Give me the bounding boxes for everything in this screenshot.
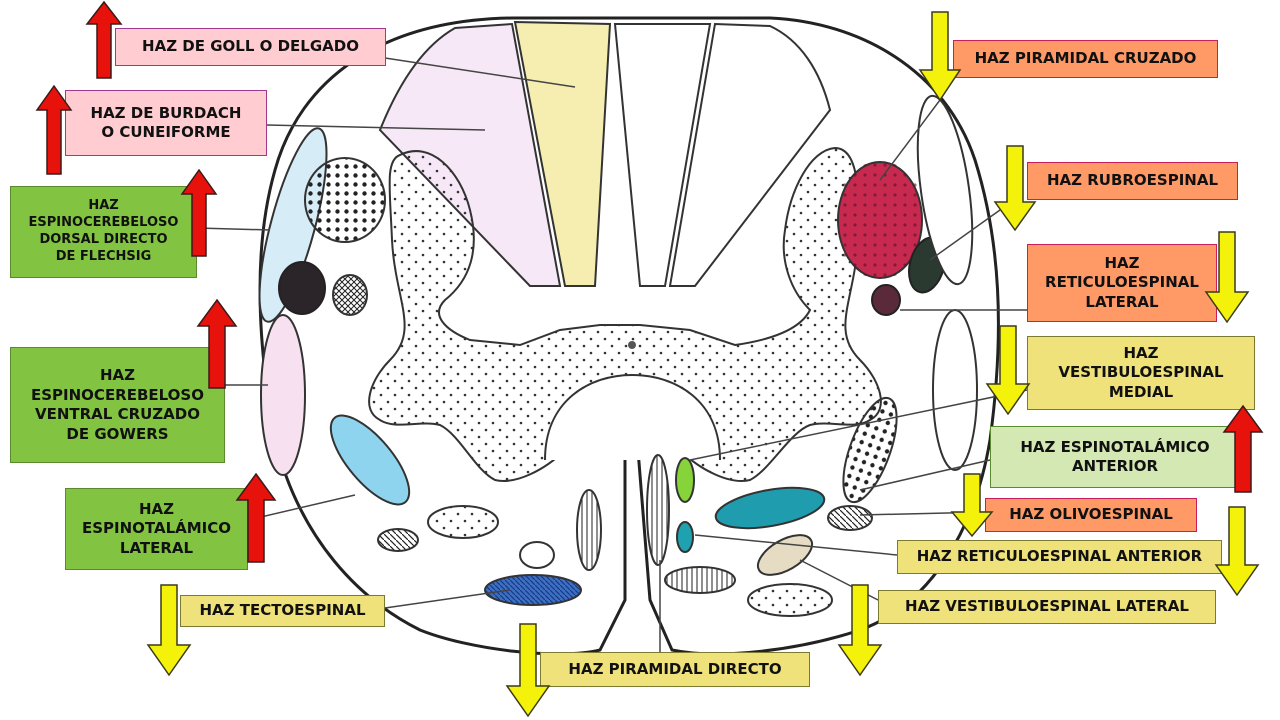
arrow-up-icon — [196, 298, 238, 389]
label-espinotalamico-lateral: HAZ ESPINOTALÁMICO LATERAL — [65, 488, 248, 570]
label-vestibuloespinal-medial-text: HAZ VESTIBULOESPINAL MEDIAL — [1058, 343, 1224, 401]
label-espinotalamico-anterior: HAZ ESPINOTALÁMICO ANTERIOR — [990, 426, 1240, 488]
central-canal — [628, 341, 636, 349]
label-rubroespinal-text: HAZ RUBROESPINAL — [1046, 171, 1219, 190]
leader-lines — [196, 57, 1028, 655]
label-espinotalamico-anterior-text: HAZ ESPINOTALÁMICO ANTERIOR — [1020, 437, 1210, 476]
ventral-dotted-right — [747, 583, 833, 617]
hatch-tract-right — [827, 505, 873, 531]
label-reticuloespinal-anterior: HAZ RETICULOESPINAL ANTERIOR — [897, 540, 1222, 574]
label-vestibuloespinal-medial: HAZ VESTIBULOESPINAL MEDIAL — [1027, 336, 1255, 410]
label-reticuloespinal-lateral: HAZ RETICULOESPINAL LATERAL — [1027, 244, 1217, 322]
cross-tract-left — [332, 274, 368, 316]
label-espinotalamico-lateral-text: HAZ ESPINOTALÁMICO LATERAL — [81, 499, 232, 557]
label-vestibuloespinal-lateral-text: HAZ VESTIBULOESPINAL LATERAL — [905, 597, 1189, 616]
burdach-tract-right — [668, 22, 832, 287]
label-reticuloespinal-anterior-text: HAZ RETICULOESPINAL ANTERIOR — [916, 547, 1203, 566]
gowers-tract — [260, 314, 306, 476]
label-burdach-text: HAZ DE BURDACH O CUNEIFORME — [90, 103, 242, 142]
piramidal-cruzado-dots — [838, 162, 922, 278]
espinotalamico-lateral-tract — [329, 414, 411, 506]
ventral-dotted-left — [427, 505, 499, 539]
label-piramidal-cruzado-text: HAZ PIRAMIDAL CRUZADO — [974, 49, 1197, 68]
dorsal-dotted-tract — [304, 157, 386, 243]
arrow-up-icon — [235, 472, 277, 563]
label-vestibuloespinal-lateral: HAZ VESTIBULOESPINAL LATERAL — [878, 590, 1216, 624]
arrow-up-icon — [85, 0, 123, 79]
gray-matter — [368, 146, 882, 482]
lateral-outer-right-2 — [932, 309, 978, 471]
burdach-tract — [378, 22, 562, 287]
espinotalamico-anterior-tract — [675, 457, 695, 503]
vestibuloespinal-medial-tract — [842, 396, 898, 504]
label-gowers: HAZ ESPINOCEREBELOSO VENTRAL CRUZADO DE … — [10, 347, 225, 463]
arrow-down-icon — [146, 584, 192, 677]
label-olivoespinal-text: HAZ OLIVOESPINAL — [1009, 505, 1173, 524]
lateral-outer-right — [916, 94, 974, 286]
reticuloespinal-lateral-tract — [871, 284, 901, 316]
label-burdach: HAZ DE BURDACH O CUNEIFORME — [65, 90, 267, 156]
label-piramidal-directo-text: HAZ PIRAMIDAL DIRECTO — [568, 659, 782, 678]
olivoespinal-tract — [714, 486, 826, 530]
label-goll-text: HAZ DE GOLL O DELGADO — [142, 37, 359, 56]
label-piramidal-cruzado: HAZ PIRAMIDAL CRUZADO — [953, 40, 1218, 78]
label-olivoespinal: HAZ OLIVOESPINAL — [985, 498, 1197, 532]
label-tectoespinal: HAZ TECTOESPINAL — [180, 595, 385, 627]
dark-tract-left — [278, 261, 326, 315]
flechsig-tract — [258, 127, 328, 323]
ventral-stripe-right — [664, 566, 736, 594]
hatch-tract-left — [377, 528, 419, 552]
goll-tract-right — [613, 23, 712, 287]
label-flechsig: HAZ ESPINOCEREBELOSO DORSAL DIRECTO DE F… — [10, 186, 197, 278]
label-gowers-text: HAZ ESPINOCEREBELOSO VENTRAL CRUZADO DE … — [31, 366, 204, 443]
anterior-fissure — [544, 373, 721, 461]
arrow-down-icon — [1204, 231, 1250, 324]
arrow-up-icon — [180, 168, 218, 257]
label-flechsig-text: HAZ ESPINOCEREBELOSO DORSAL DIRECTO DE F… — [28, 198, 179, 264]
label-tectoespinal-text: HAZ TECTOESPINAL — [199, 601, 366, 620]
label-rubroespinal: HAZ RUBROESPINAL — [1027, 162, 1238, 200]
reticuloespinal-anterior-tract — [676, 521, 694, 553]
arrow-down-icon — [1214, 506, 1260, 597]
goll-tract — [513, 20, 612, 287]
tectoespinal-tract — [484, 574, 582, 606]
arrow-down-icon — [918, 11, 962, 102]
label-piramidal-directo: HAZ PIRAMIDAL DIRECTO — [540, 652, 810, 687]
arrow-down-icon — [837, 584, 883, 677]
piramidal-directo-tract — [646, 454, 670, 566]
label-goll: HAZ DE GOLL O DELGADO — [115, 28, 386, 66]
arrow-up-icon — [1222, 404, 1264, 493]
arrow-up-icon — [35, 84, 73, 175]
arrow-down-icon — [950, 473, 994, 538]
arrow-down-icon — [505, 623, 551, 718]
arrow-down-icon — [993, 145, 1037, 232]
ventral-stripe-left — [576, 489, 602, 571]
arrow-down-icon — [985, 325, 1031, 416]
ventral-oval-left — [519, 541, 555, 569]
label-reticuloespinal-lateral-text: HAZ RETICULOESPINAL LATERAL — [1045, 253, 1199, 311]
